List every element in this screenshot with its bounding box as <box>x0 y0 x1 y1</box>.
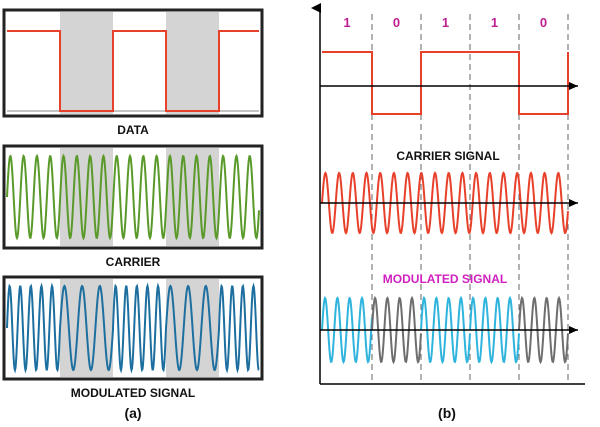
data-axis-arrow <box>569 82 578 90</box>
bit-label: 1 <box>343 15 350 30</box>
shade-band <box>166 12 219 114</box>
bit-label: 0 <box>393 15 400 30</box>
modulated-caption: MODULATED SIGNAL <box>71 386 195 400</box>
data-panel-border <box>2 8 264 118</box>
carrier-panel: CARRIER <box>2 144 264 269</box>
bit-labels: 1 0 1 1 0 <box>343 15 547 30</box>
panel-b: 1 0 1 1 0 CARRIER SIGNAL MODULATED SIGNAL (b… <box>311 3 585 421</box>
panel-a-label: (a) <box>124 405 141 421</box>
modulated-segment <box>420 295 471 365</box>
shade-band <box>60 12 113 114</box>
data-panel: DATA <box>2 8 264 137</box>
bit-label: 1 <box>491 15 498 30</box>
modulated-axis-arrow <box>569 326 578 334</box>
panel-a: DATA CARRIER MODULATED SIGNAL (a) <box>2 8 264 421</box>
data-caption: DATA <box>117 123 149 137</box>
carrier-waveform <box>6 153 260 241</box>
bit-label: 1 <box>442 15 449 30</box>
data-waveform <box>7 30 259 112</box>
carrier-axis-arrow <box>569 199 578 207</box>
modulated-waveform <box>6 282 260 374</box>
modulated-signal-b <box>321 295 569 365</box>
modulated-signal-caption: MODULATED SIGNAL <box>383 272 507 286</box>
modulated-segment <box>518 295 569 365</box>
bit-label: 0 <box>540 15 547 30</box>
data-panel-bg <box>4 10 262 116</box>
carrier-signal-b <box>321 171 569 235</box>
data-shading <box>60 12 219 114</box>
modulated-segment <box>371 295 422 365</box>
modulated-panel-border <box>2 275 264 381</box>
carrier-caption: CARRIER <box>106 255 161 269</box>
modulated-panel: MODULATED SIGNAL <box>2 275 264 400</box>
data-signal-b <box>322 51 569 115</box>
carrier-panel-border <box>2 144 264 250</box>
modulated-segment <box>321 295 373 365</box>
panel-b-label: (b) <box>438 405 456 421</box>
modulated-segment <box>469 295 520 365</box>
carrier-signal-caption: CARRIER SIGNAL <box>396 149 499 163</box>
